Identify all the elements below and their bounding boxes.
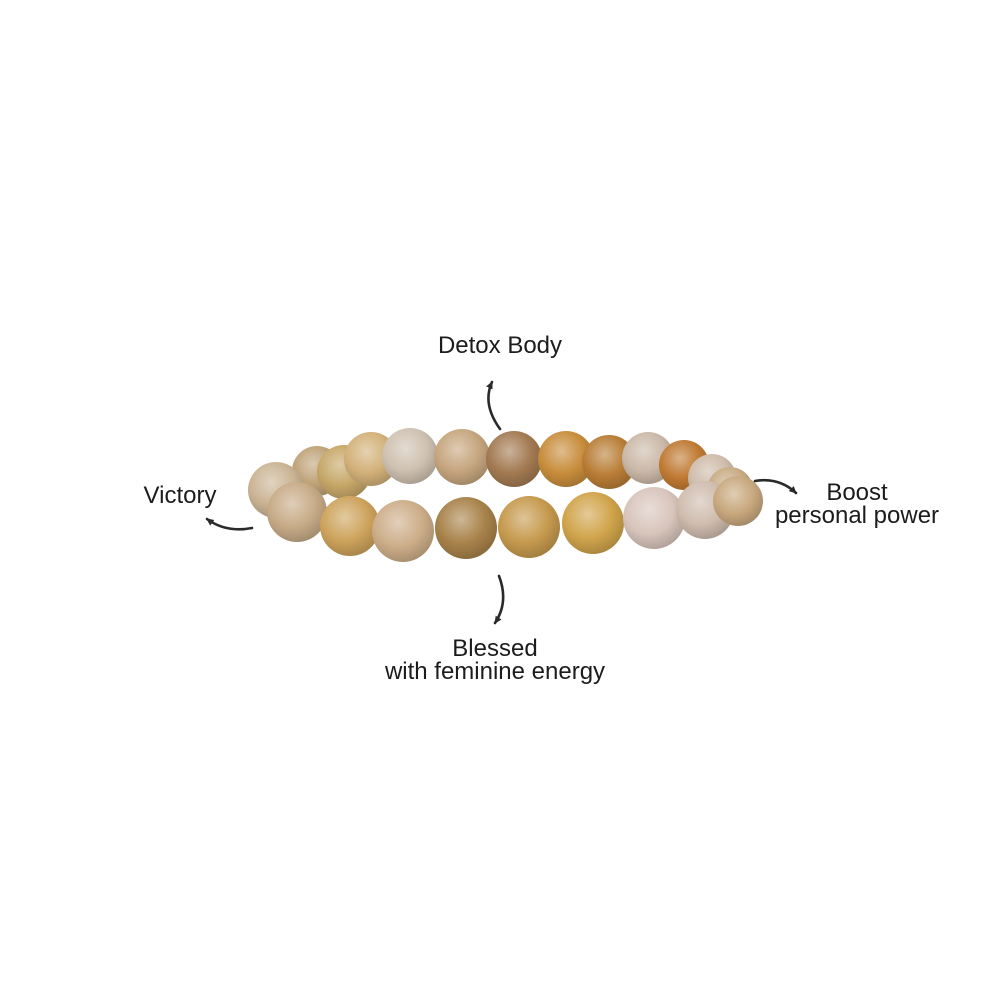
- bead: [713, 476, 763, 526]
- arrow-to-detox-body: [486, 380, 502, 431]
- bead: [435, 497, 497, 559]
- label-boost-personal-power: Boost personal power: [737, 479, 977, 529]
- bead: [372, 500, 434, 562]
- bead: [486, 431, 542, 487]
- label-victory: Victory: [100, 482, 260, 509]
- label-detox-body-text: Detox Body: [437, 332, 563, 359]
- arrow-to-boost-power: [753, 478, 798, 495]
- label-detox-body: Detox Body: [350, 332, 650, 359]
- label-blessed-line2: with feminine energy: [384, 658, 606, 685]
- bead-strand: [248, 428, 763, 562]
- label-boost-line1: Boost: [826, 479, 888, 506]
- bead: [582, 435, 636, 489]
- bead: [498, 496, 560, 558]
- annotation-arrows: [205, 380, 798, 625]
- label-victory-text: Victory: [143, 482, 217, 509]
- arrow-to-victory: [205, 517, 254, 531]
- label-blessed-feminine-energy: Blessed with feminine energy: [340, 635, 650, 685]
- label-boost-line2: personal power: [774, 502, 940, 529]
- bead: [538, 431, 594, 487]
- label-blessed-line1: Blessed: [452, 635, 538, 662]
- bead: [623, 487, 685, 549]
- bead: [320, 496, 380, 556]
- bead: [434, 429, 490, 485]
- bead: [382, 428, 438, 484]
- arrow-to-feminine-energy: [493, 574, 505, 625]
- bead: [267, 482, 327, 542]
- bead: [562, 492, 624, 554]
